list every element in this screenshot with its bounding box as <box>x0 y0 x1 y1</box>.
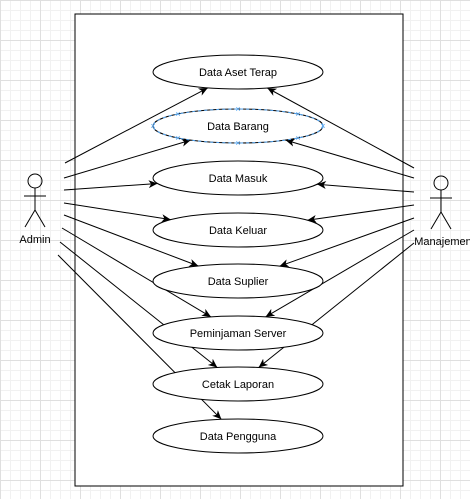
actor-manager-head-icon <box>433 175 449 191</box>
association-manager-uc2[interactable] <box>285 138 415 179</box>
use-case-ellipse[interactable] <box>152 418 324 454</box>
association-manager-uc6[interactable] <box>265 229 415 318</box>
association-manager-uc1[interactable] <box>267 87 415 169</box>
use-case-label: Cetak Laporan <box>202 379 274 391</box>
use-case-label: Data Barang <box>207 121 269 133</box>
resize-handle-icon[interactable]: × <box>175 133 180 143</box>
association-manager-uc5[interactable] <box>279 217 415 267</box>
use-case-uc8[interactable]: Data Pengguna <box>152 418 324 454</box>
association-manager-uc4[interactable] <box>307 204 415 223</box>
use-case-uc6[interactable]: Peminjaman Server <box>152 315 324 351</box>
actor-manager-left-leg <box>430 211 442 230</box>
use-case-uc7[interactable]: Cetak Laporan <box>152 366 324 402</box>
actor-admin-left-leg <box>24 209 36 228</box>
selection-outline <box>152 108 324 144</box>
association-admin-uc2[interactable] <box>63 138 191 179</box>
resize-handle-icon[interactable]: × <box>295 133 300 143</box>
actor-admin-label: Admin <box>19 234 50 246</box>
actor-manager-right-leg <box>440 211 452 230</box>
association-admin-uc6[interactable] <box>61 227 212 318</box>
use-case-uc3[interactable]: Data Masuk <box>152 160 324 196</box>
use-case-ellipse[interactable] <box>152 212 324 248</box>
use-case-label: Data Keluar <box>209 225 267 237</box>
actor-admin-right-leg <box>34 209 46 228</box>
association-admin-uc3[interactable] <box>63 180 158 191</box>
use-case-label: Data Pengguna <box>200 431 277 443</box>
association-manager-uc3[interactable] <box>316 181 415 193</box>
resize-handle-icon[interactable]: × <box>235 138 240 148</box>
resize-handle-icon[interactable]: × <box>320 121 325 131</box>
resize-handle-icon[interactable]: × <box>175 109 180 119</box>
use-case-ellipse[interactable] <box>152 54 324 90</box>
use-case-label: Data Suplier <box>208 276 269 288</box>
use-case-ellipse[interactable] <box>152 315 324 351</box>
resize-handle-icon[interactable]: × <box>235 104 240 114</box>
resize-handle-icon[interactable]: × <box>150 121 155 131</box>
use-case-label: Data Masuk <box>209 173 268 185</box>
use-case-uc2[interactable]: × × × × × × × × Data Barang <box>150 104 325 148</box>
use-case-ellipse[interactable] <box>152 366 324 402</box>
use-case-uc5[interactable]: Data Suplier <box>152 263 324 299</box>
actor-admin-head-icon <box>27 173 43 189</box>
resize-handle-icon[interactable]: × <box>295 109 300 119</box>
actor-admin[interactable] <box>24 173 46 228</box>
association-admin-uc4[interactable] <box>63 202 171 223</box>
use-case-label: Peminjaman Server <box>190 328 287 340</box>
actor-manager[interactable] <box>430 175 452 230</box>
system-boundary[interactable] <box>74 13 404 487</box>
use-case-ellipse[interactable] <box>152 160 324 196</box>
association-admin-uc1[interactable] <box>64 87 209 164</box>
use-case-ellipse[interactable] <box>152 263 324 299</box>
association-admin-uc5[interactable] <box>63 214 199 267</box>
use-case-uc4[interactable]: Data Keluar <box>152 212 324 248</box>
actor-manager-label: Manajemen <box>414 236 470 248</box>
use-case-uc1[interactable]: Data Aset Terap <box>152 54 324 90</box>
use-case-label: Data Aset Terap <box>199 67 277 79</box>
